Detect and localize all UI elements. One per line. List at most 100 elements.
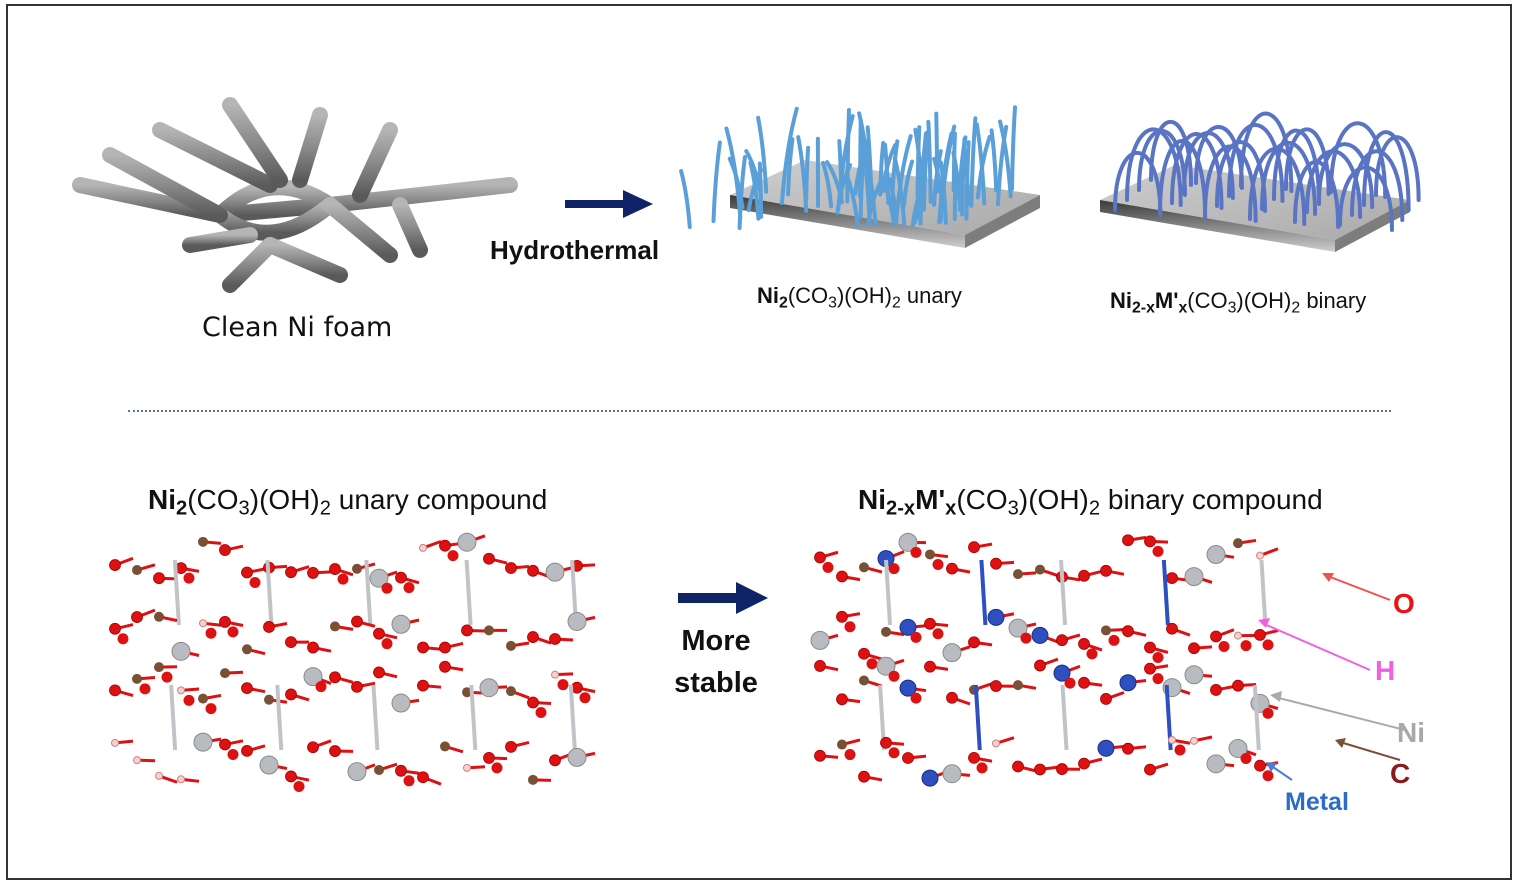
o-atom [1122, 742, 1134, 755]
nanowire [679, 169, 692, 229]
nanowire [845, 107, 851, 204]
nanowire-arch [1284, 127, 1331, 196]
o-atom [219, 738, 231, 751]
o-atom [285, 688, 297, 701]
c-atom [1101, 625, 1111, 636]
unary-title-mid2: )(OH) [249, 484, 320, 515]
o-atom [109, 622, 121, 635]
o-atom [351, 615, 363, 628]
o-atom [205, 703, 217, 715]
pointer-o [1324, 574, 1391, 601]
nanowire [756, 115, 769, 194]
o-atom [976, 762, 988, 774]
interlayer-bond [469, 684, 478, 751]
o-atom [491, 762, 503, 774]
interlayer-bond [169, 684, 178, 751]
c-atom [881, 626, 891, 637]
ni-atom [942, 764, 962, 784]
h-atom [133, 756, 141, 765]
binary-title-main: Ni [858, 484, 886, 515]
o-atom [924, 660, 936, 673]
interlayer-bond [973, 684, 982, 751]
o-atom [946, 691, 958, 704]
binary-compound-title: Ni2-xM'x(CO3)(OH)2 binary compound [858, 484, 1323, 519]
o-atom [263, 621, 275, 633]
o-atom [990, 557, 1002, 570]
interlayer-bond [1259, 559, 1268, 626]
o-atom [527, 564, 539, 577]
legend-o: O [1393, 588, 1415, 619]
o-atom [241, 744, 253, 757]
ni-atom [457, 532, 477, 552]
c-atom [1035, 564, 1045, 575]
ni-atom [567, 747, 587, 767]
ni-foam-illustration [72, 97, 518, 293]
ni-atom [898, 532, 918, 552]
o-atom [373, 627, 385, 640]
h-atom [1168, 736, 1176, 745]
nanowire-arch [1260, 140, 1318, 216]
nanowire [858, 138, 867, 220]
ni-atom [391, 693, 411, 713]
o-atom [836, 610, 848, 623]
o-atom [814, 660, 826, 672]
nanowire [724, 126, 743, 220]
o-atom [285, 636, 297, 649]
metal-atom [899, 679, 917, 697]
o-atom [902, 752, 914, 764]
o-atom [1144, 763, 1156, 776]
o-atom [1262, 639, 1274, 651]
unary-label-mid2: )(OH) [836, 283, 892, 308]
interlayer-bond [884, 559, 893, 626]
o-atom [557, 679, 569, 691]
binary-label-mid: (CO [1187, 288, 1228, 313]
ni-atom [479, 678, 499, 698]
ni-atom [391, 614, 411, 634]
o-atom [285, 566, 297, 579]
interlayer-bond [265, 559, 274, 626]
o-atom [1210, 630, 1222, 643]
o-atom [395, 571, 407, 584]
ni-atom [876, 656, 896, 676]
binary-label-sub1: 2-x [1132, 299, 1155, 317]
nanowire-arch [1137, 129, 1187, 197]
c-atom [859, 675, 869, 686]
h-atom [1190, 736, 1198, 745]
clean-ni-foam-label: Clean Ni foam [202, 312, 393, 343]
c-atom [506, 640, 516, 651]
o-atom [461, 624, 473, 637]
legend-c: C [1390, 758, 1411, 789]
nanowire [926, 119, 933, 204]
interlayer-bond [1060, 684, 1069, 751]
c-atom [352, 563, 362, 574]
o-atom [1174, 744, 1186, 756]
o-atom [1210, 684, 1222, 696]
o-atom [910, 546, 922, 558]
nanowire-arch [1227, 122, 1285, 203]
h-atom [177, 686, 185, 695]
binary-label-sub2: 3 [1227, 299, 1237, 317]
o-atom [1166, 622, 1178, 635]
o-atom [1078, 676, 1090, 689]
ni-atom [1184, 567, 1204, 587]
o-atom [822, 561, 834, 573]
o-atom [1056, 634, 1068, 647]
c-atom [242, 644, 252, 655]
h-atom [992, 739, 1000, 748]
interlayer-bond [464, 559, 473, 626]
o-atom [535, 707, 547, 719]
interlayer-bond [979, 559, 988, 626]
c-atom [198, 693, 208, 704]
o-atom [337, 573, 349, 585]
unary-title-main: Ni [148, 484, 176, 515]
nanowire-arch [1350, 149, 1405, 222]
o-atom [505, 562, 517, 574]
c-atom [1013, 680, 1023, 691]
o-atom [1240, 752, 1252, 764]
binary-label-tail: binary [1300, 288, 1367, 313]
o-atom [1012, 760, 1024, 773]
metal-atom [1119, 674, 1137, 692]
unary-crystal-structure [109, 532, 596, 792]
interlayer-bond [275, 684, 284, 751]
o-atom [836, 693, 848, 706]
